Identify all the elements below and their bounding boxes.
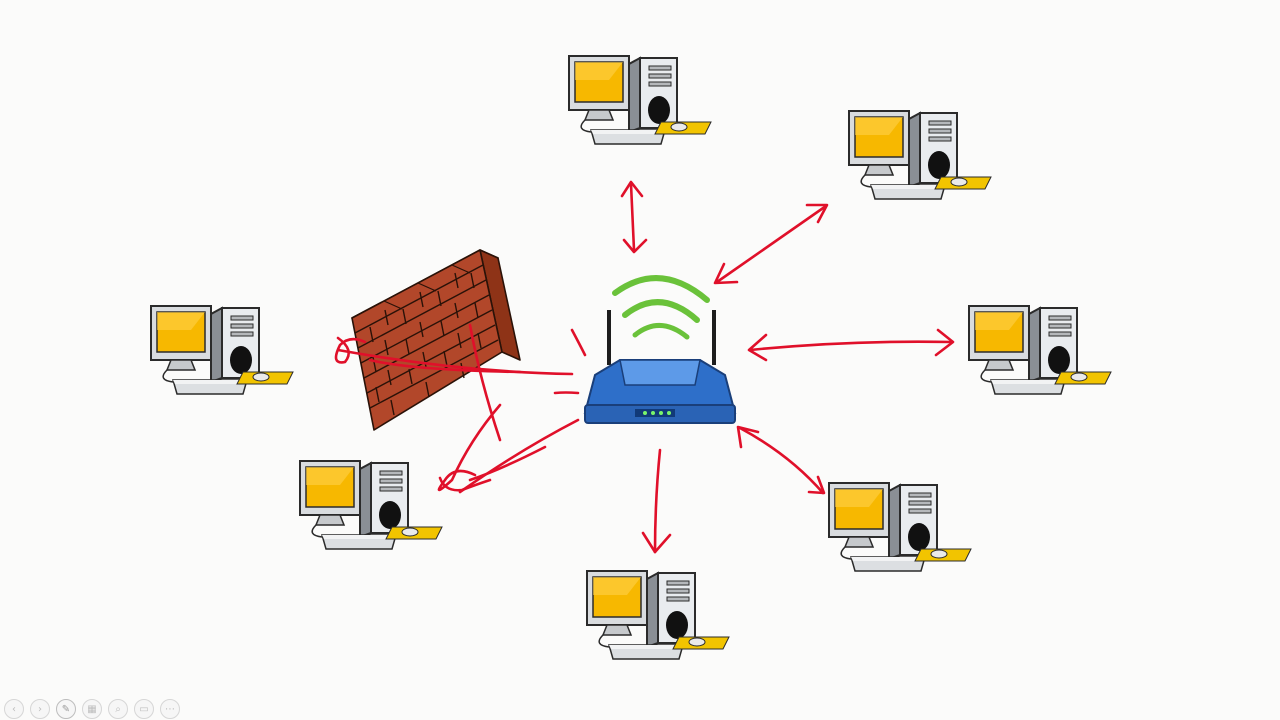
pen-icon[interactable]: ✎ (56, 699, 76, 719)
computer-left (147, 300, 307, 410)
computer-bottom-left (296, 455, 456, 565)
previous-icon[interactable]: ‹ (4, 699, 24, 719)
arrow-router-top (629, 182, 636, 252)
wireless-router (583, 275, 737, 424)
arrow-router-bottom-right (738, 426, 825, 495)
next-icon[interactable]: › (30, 699, 50, 719)
arrow-router-bottom (653, 448, 662, 554)
computer-bottom-right (825, 477, 985, 587)
zoom-icon[interactable]: ⌕ (108, 699, 128, 719)
computer-top-right (845, 105, 1005, 215)
computer-right (965, 300, 1125, 410)
computer-top (565, 50, 725, 160)
subtitles-icon[interactable]: ▭ (134, 699, 154, 719)
firewall-brick-wall (351, 249, 521, 431)
more-icon[interactable]: ⋯ (160, 699, 180, 719)
presentation-toolbar: ‹ › ✎ ▦ ⌕ ▭ ⋯ (4, 698, 180, 720)
arrow-router-right (748, 340, 954, 352)
computer-bottom (583, 565, 743, 675)
slides-icon[interactable]: ▦ (82, 699, 102, 719)
